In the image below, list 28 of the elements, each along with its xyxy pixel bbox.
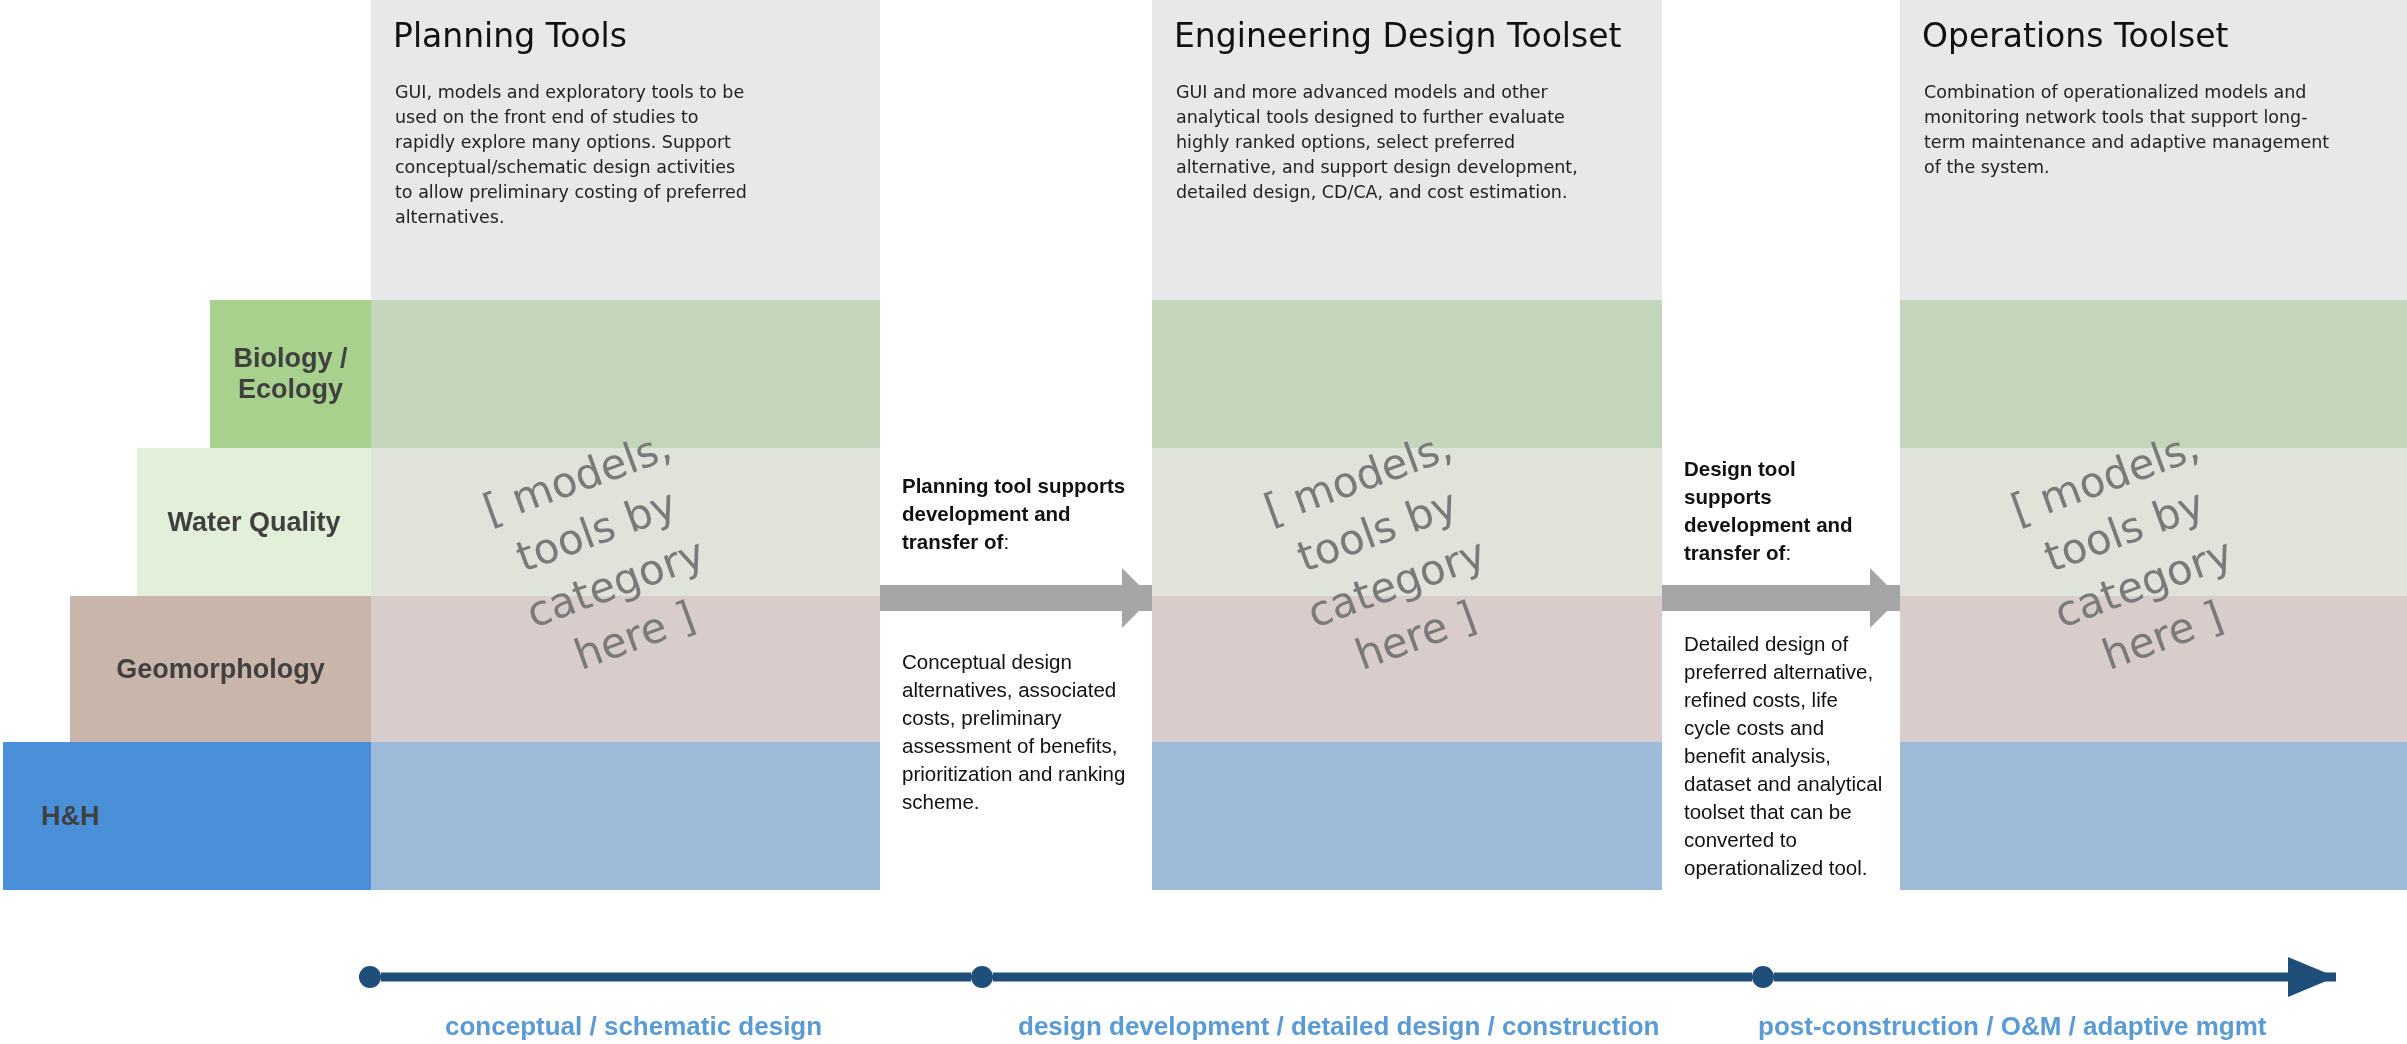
block-arrow (880, 568, 1152, 628)
panel-heading: Planning Tools (393, 16, 627, 55)
panel-description: GUI and more advanced models and other analytical tools designed to further evaluate highly ranked options, select preferred alternative, and support design development, detailed design, CD/CA, and cost estimation. (1176, 81, 1579, 204)
transfer-heading: Planning tool supports development and transfer of: (902, 473, 1127, 555)
toolset-panel (371, 0, 880, 890)
hydrology-hydraulics-tab: H&H (3, 742, 371, 890)
toolset-panel (1152, 0, 1662, 890)
timeline-arrow (1774, 957, 2336, 997)
transfer-description: Conceptual design alternatives, associated costs, preliminary assessment of benefits, prioritization and ranking scheme. (902, 649, 1127, 815)
phase-label: conceptual / schematic design (445, 1012, 823, 1040)
panel-description: Combination of operationalized models and monitoring network tools that support long-term maintenance and adaptive management of the system. (1924, 81, 2331, 179)
phase-label: design development / detailed design / construction (1018, 1012, 1660, 1040)
transfer-heading: Design tool supports development and transfer of: (1684, 456, 1854, 566)
milestone-dot (359, 966, 381, 988)
timeline-line (993, 972, 1752, 982)
biology-ecology-tab: Biology / Ecology (210, 300, 371, 448)
panel-heading: Engineering Design Toolset (1174, 16, 1622, 55)
timeline-line (381, 972, 971, 982)
phase-label: post-construction / O&M / adaptive mgmt (1758, 1012, 2267, 1040)
block-arrow (1662, 568, 1900, 628)
toolset-panel (1900, 0, 2407, 890)
panel-description: GUI, models and exploratory tools to be used on the front end of studies to rapidly explore many options. Support conceptual/schematic design activities to allow preliminary costing of preferred alternatives. (395, 81, 748, 229)
milestone-dot (971, 966, 993, 988)
milestone-dot (1752, 966, 1774, 988)
panel-heading: Operations Toolset (1922, 16, 2229, 55)
water-quality-tab: Water Quality (137, 448, 371, 596)
geomorphology-tab: Geomorphology (70, 596, 371, 742)
transfer-description: Detailed design of preferred alternative, refined costs, life cycle costs and benefit analysis, dataset and analytical toolset that can be converted to operationalized tool. (1684, 631, 1884, 881)
